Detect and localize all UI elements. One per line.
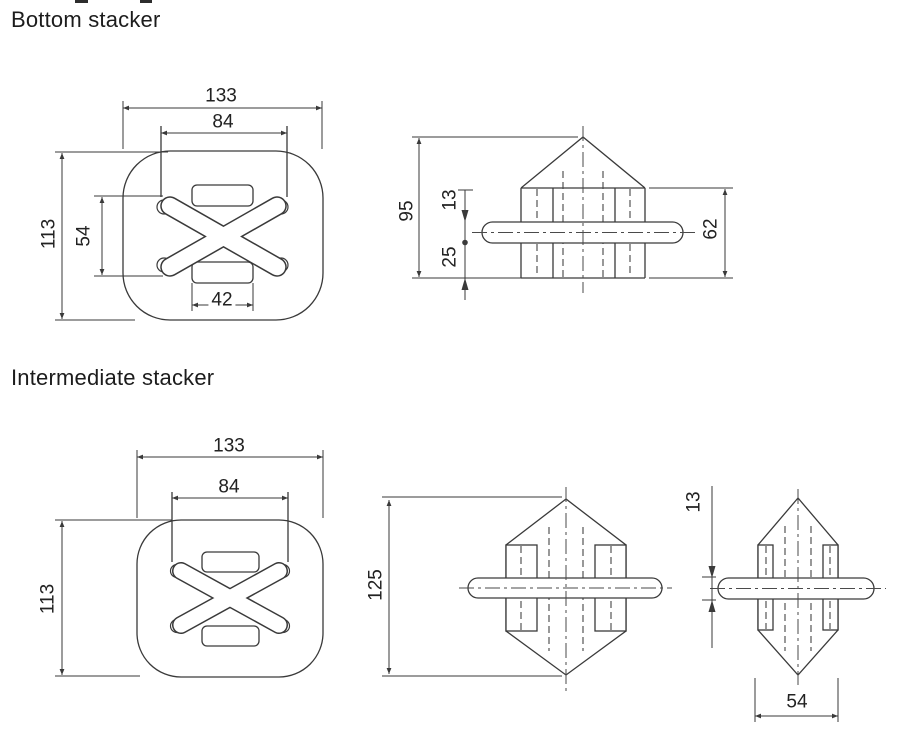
dim-label-bs-body: 62: [700, 218, 722, 240]
arrowhead-down: [708, 566, 716, 578]
dim-label-ip-inner-width: 84: [218, 476, 240, 498]
height-extension-lines: [55, 519, 172, 677]
top-tab: [191, 184, 254, 207]
dim-label-bp-width: 133: [205, 85, 237, 107]
bottom-tab: [201, 625, 260, 647]
overall-height-extension-lines: [382, 496, 562, 677]
intermediate-stacker-side-view: [702, 486, 886, 722]
dim-label-if-height: 125: [365, 569, 387, 601]
body-height-extension-lines: [649, 187, 733, 279]
bottom-stacker-side-view: [412, 126, 733, 300]
dim-label-is-bar: 13: [683, 491, 705, 513]
inner-height-extension-lines: [94, 195, 163, 277]
dim-dot: [462, 239, 468, 246]
dim-label-bp-slot-width: 42: [208, 290, 236, 310]
dim-label-bp-height: 113: [38, 218, 60, 250]
dim-label-bs-offset: 25: [439, 246, 461, 268]
crop-artifact: [75, 0, 88, 3]
intermediate-stacker-front-view: [382, 487, 672, 692]
height-extension-lines: [55, 151, 168, 321]
dim-label-bs-height: 95: [396, 200, 418, 222]
inner-width-feature-lines: [160, 126, 288, 197]
inner-width-feature-lines: [171, 492, 289, 562]
dim-label-ip-width: 133: [213, 435, 245, 457]
dim-label-bp-inner-width: 84: [212, 111, 234, 133]
arrowhead-down: [461, 210, 469, 222]
arrowhead-up: [461, 278, 469, 290]
dim-label-is-width: 54: [786, 691, 808, 713]
section-title-bottom-stacker: Bottom stacker: [11, 7, 161, 32]
bottom-stacker-plan-view: [55, 101, 324, 321]
x-cross-fill: [173, 563, 287, 633]
width-extension-lines: [136, 450, 324, 518]
section-title-intermediate-stacker: Intermediate stacker: [11, 365, 215, 390]
dim-label-bp-inner-height: 54: [73, 225, 95, 247]
intermediate-stacker-plan-view: [55, 450, 324, 678]
overall-height-extension-lines: [412, 136, 578, 279]
dim-label-ip-height: 113: [37, 583, 59, 615]
dim-label-bs-bar: 13: [439, 189, 461, 211]
arrowhead-up: [708, 600, 716, 612]
crop-artifact: [140, 0, 152, 3]
bottom-tab: [191, 261, 254, 284]
top-tab: [201, 551, 260, 573]
x-cross-fill: [161, 197, 286, 276]
